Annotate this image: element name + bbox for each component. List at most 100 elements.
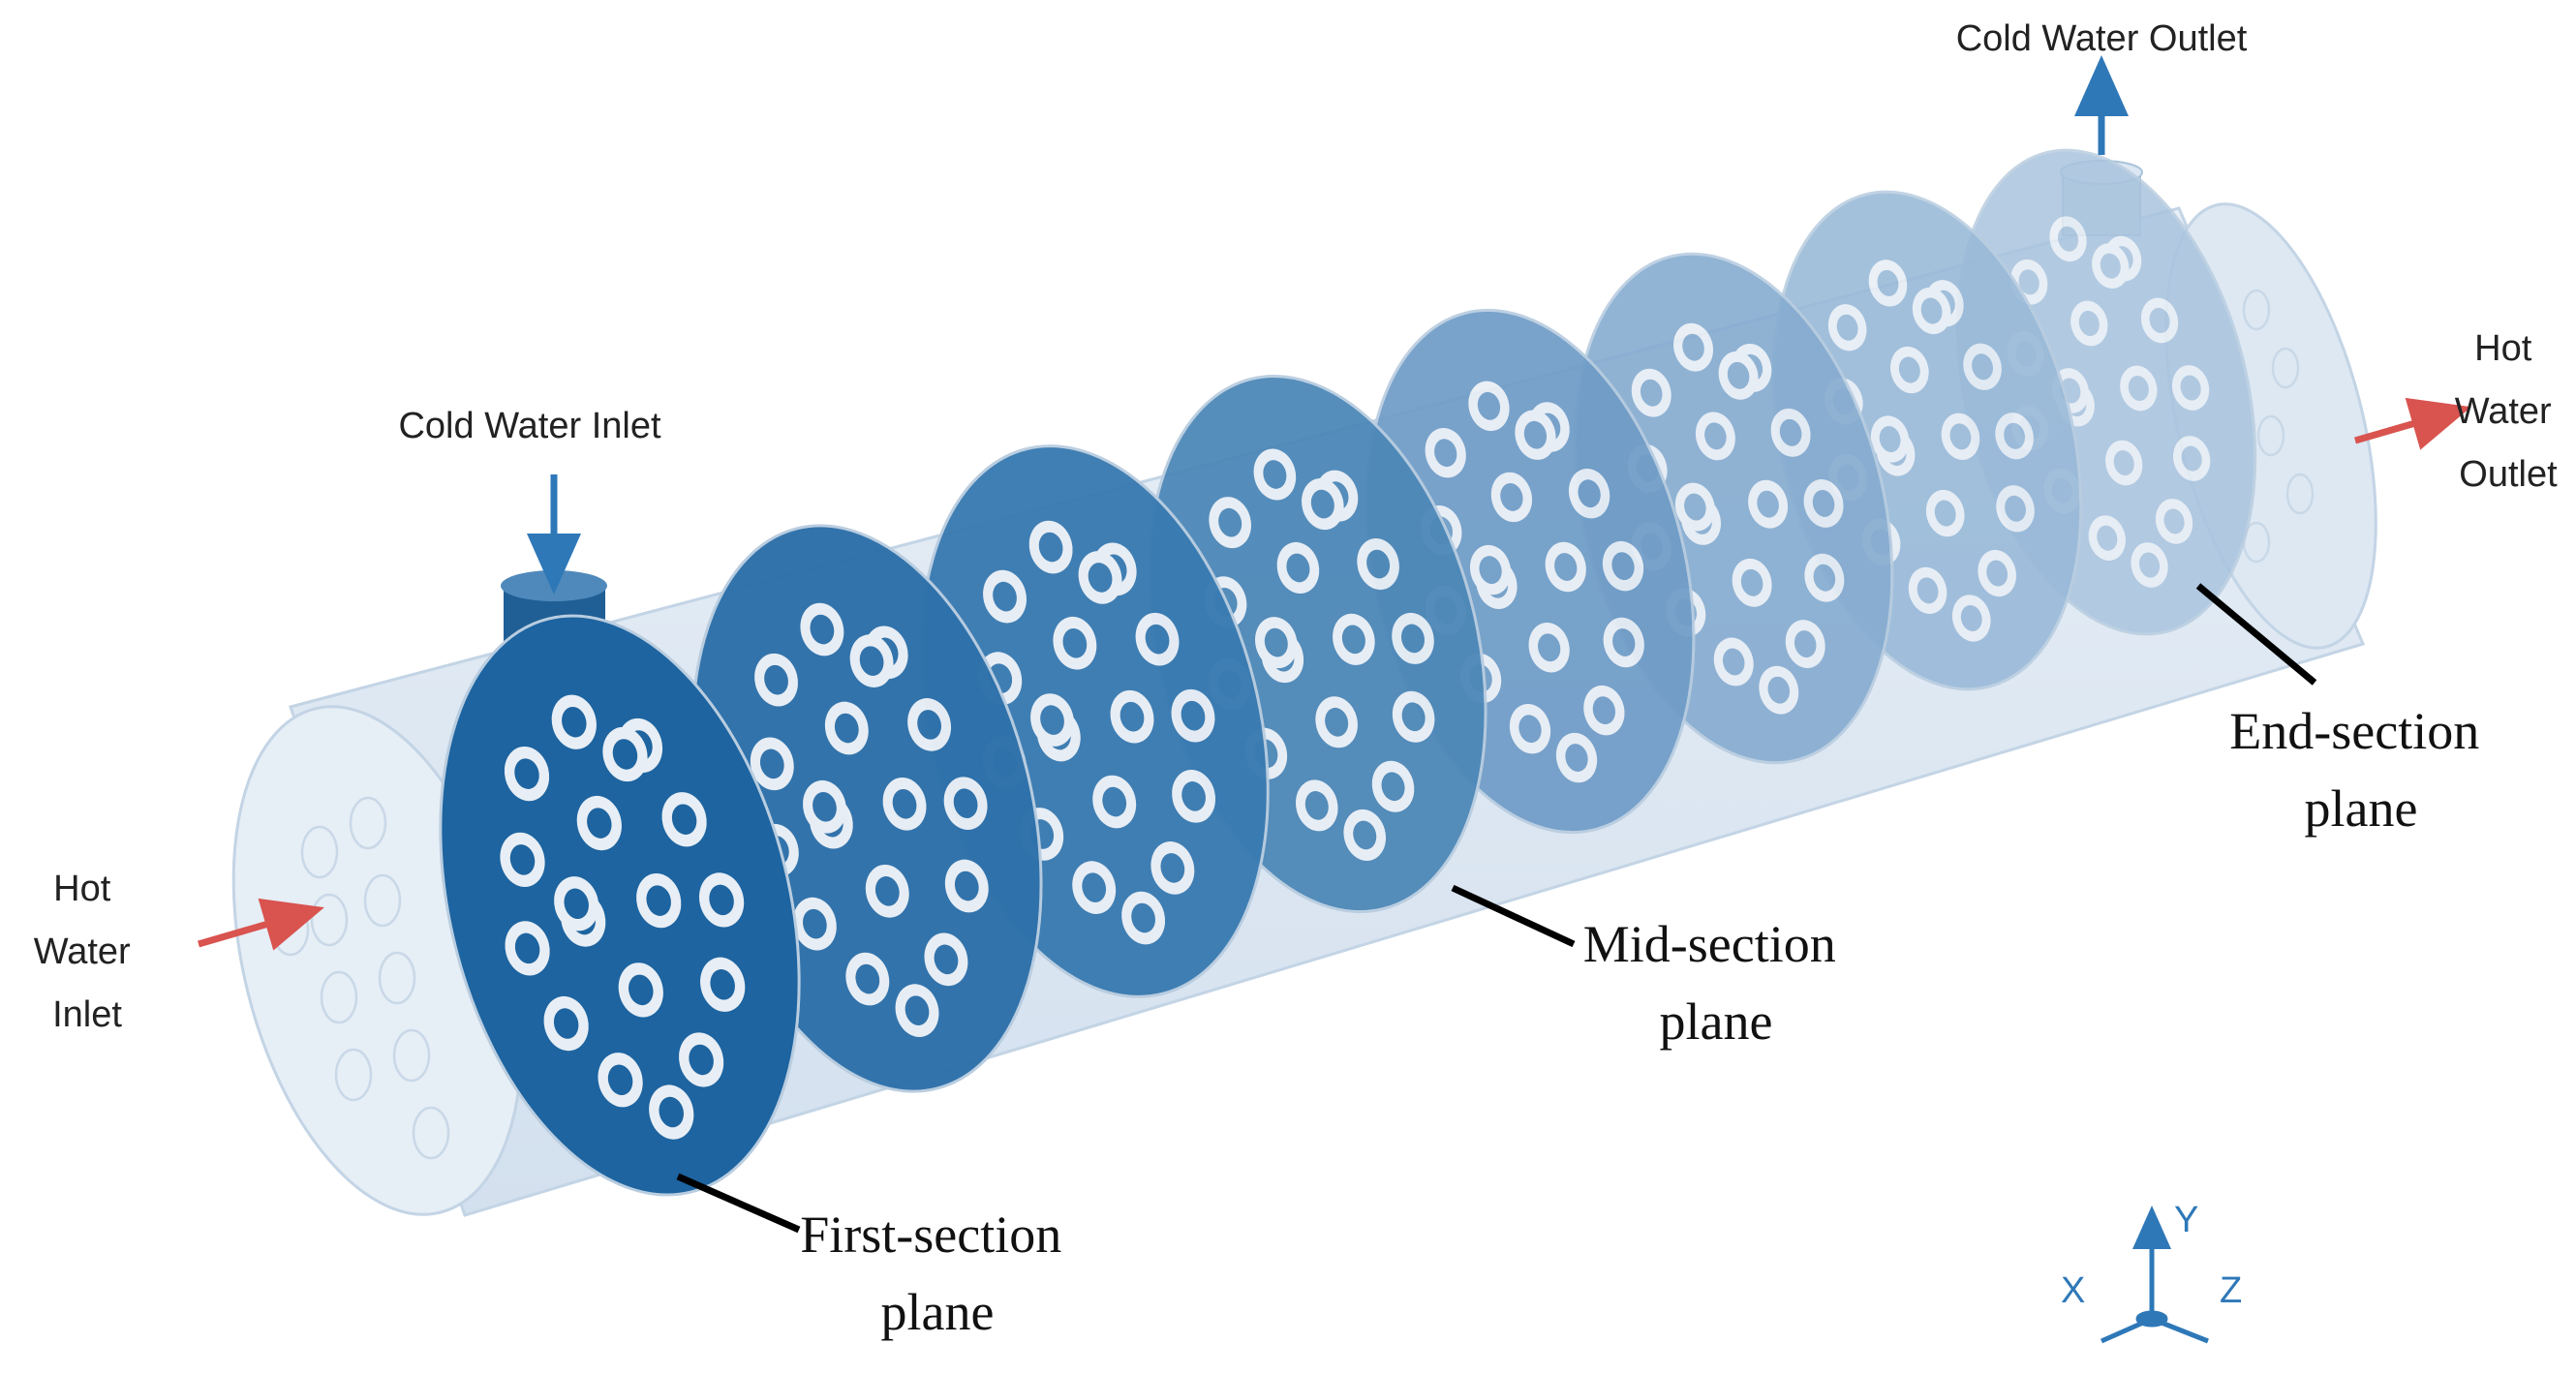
tube-bore (2181, 445, 2202, 472)
tube-bore (612, 739, 638, 770)
tube-bore (1040, 705, 1064, 735)
tube-bore (1554, 553, 1578, 581)
tube-bore (607, 1064, 633, 1096)
tube-bore (689, 1044, 714, 1076)
tube-bore (514, 758, 539, 789)
tube-bore (2100, 253, 2121, 279)
outlet-end-tube-holes (2242, 289, 2315, 564)
tube-bore (2005, 495, 2026, 522)
tube-bore (1949, 423, 1972, 450)
tube-bore (1523, 420, 1548, 449)
tube-bore (1353, 820, 1377, 850)
tube-bore (1477, 391, 1501, 420)
tube-bore (1119, 701, 1145, 732)
axis-y-label: Y (2174, 1200, 2198, 1240)
tube-bore (1592, 696, 1616, 725)
tube-bore (892, 789, 917, 819)
tube-bore (1263, 460, 1287, 489)
tube-bore (2163, 508, 2185, 534)
tube-bore (659, 1096, 684, 1128)
tube-bore (1986, 560, 2009, 587)
tube-bore (1960, 604, 1982, 631)
tube-bore (1934, 500, 1956, 527)
mid-section-leader (1451, 884, 1576, 948)
tube-bore (1500, 483, 1523, 511)
tube-bore (1722, 648, 1745, 676)
tube-bore (1537, 633, 1561, 662)
cold-water-outlet-label: Cold Water Outlet (1956, 18, 2248, 59)
tube-bore (1518, 715, 1542, 744)
tube-bore (813, 791, 837, 822)
tube-bore (1704, 422, 1727, 450)
tube-bore (671, 804, 697, 835)
tube-bore (564, 888, 589, 920)
tube-bore (1813, 564, 1836, 592)
tube-bore (1381, 772, 1405, 802)
first-section-leader (676, 1173, 801, 1234)
tube-bore (1434, 439, 1457, 468)
tube-bore (810, 614, 835, 645)
tube-bore (917, 710, 941, 740)
tube-bore (2018, 269, 2039, 295)
tube-bore (1181, 700, 1206, 731)
tube-bore (1836, 314, 1858, 341)
tube-bore (855, 963, 880, 994)
tube-bore (1767, 676, 1791, 704)
tube-bore (1479, 556, 1502, 584)
tube-bore (646, 885, 671, 916)
tube-bore (710, 969, 735, 1000)
tube-bore (1401, 702, 1426, 732)
end-section-leader (2195, 583, 2317, 686)
tube-bore (1812, 489, 1835, 517)
tube-bore (1682, 333, 1704, 361)
tube-bore (1325, 707, 1349, 737)
tube-bore (2138, 552, 2161, 578)
tube-bore (1304, 791, 1329, 820)
tube-bore (553, 1008, 579, 1039)
hot-outlet-arrow-icon (2354, 397, 2471, 450)
tube-bore (2180, 375, 2201, 401)
tube-bore (1612, 628, 1636, 656)
tube-bore (2113, 449, 2134, 476)
tube-bore (1578, 479, 1601, 508)
tube-bore (1565, 744, 1588, 772)
tube-bore (2149, 307, 2170, 333)
baffle-planes (439, 148, 2257, 1197)
tube-bore (859, 646, 884, 676)
hot-water-outlet-label: Hot Water Outlet (2455, 328, 2562, 495)
tube-bore (934, 944, 959, 975)
tube-bore (834, 713, 859, 744)
tube-bore (1160, 853, 1185, 883)
tube-bore (759, 748, 784, 779)
mid-section-plane-label: Mid-section plane (1583, 915, 1849, 1051)
axis-x-label: X (2061, 1270, 2085, 1311)
tube-bore (587, 808, 612, 839)
tube-bore (1740, 568, 1763, 596)
tube-bore (2004, 422, 2026, 449)
tube-bore (1102, 786, 1127, 817)
tube-bore (629, 974, 654, 1006)
tube-bore (1088, 563, 1113, 593)
cold-water-inlet-label: Cold Water Inlet (398, 406, 660, 446)
tube-bore (1794, 630, 1817, 657)
tube-bore (954, 870, 979, 901)
tube-bore (1341, 625, 1365, 655)
tube-bore (1877, 269, 1899, 296)
tube-bore (993, 581, 1017, 612)
tube-bore (1779, 418, 1802, 446)
tube-bore (1898, 356, 1920, 383)
hot-inlet-arrow-icon (198, 898, 324, 951)
tube-bore (562, 706, 587, 738)
tube-bore (1920, 297, 1943, 324)
tube-bore (709, 884, 734, 916)
tube-bore (2078, 310, 2100, 337)
tube-bore (1218, 507, 1242, 537)
tube-bore (1611, 552, 1635, 581)
tube-bore (1879, 426, 1901, 453)
tube-bore (1286, 553, 1310, 583)
inlet-end-tube-holes (271, 796, 450, 1160)
tube-bore (1366, 549, 1391, 579)
axis-z-label: Z (2220, 1270, 2242, 1311)
tube-bore (1082, 872, 1107, 902)
